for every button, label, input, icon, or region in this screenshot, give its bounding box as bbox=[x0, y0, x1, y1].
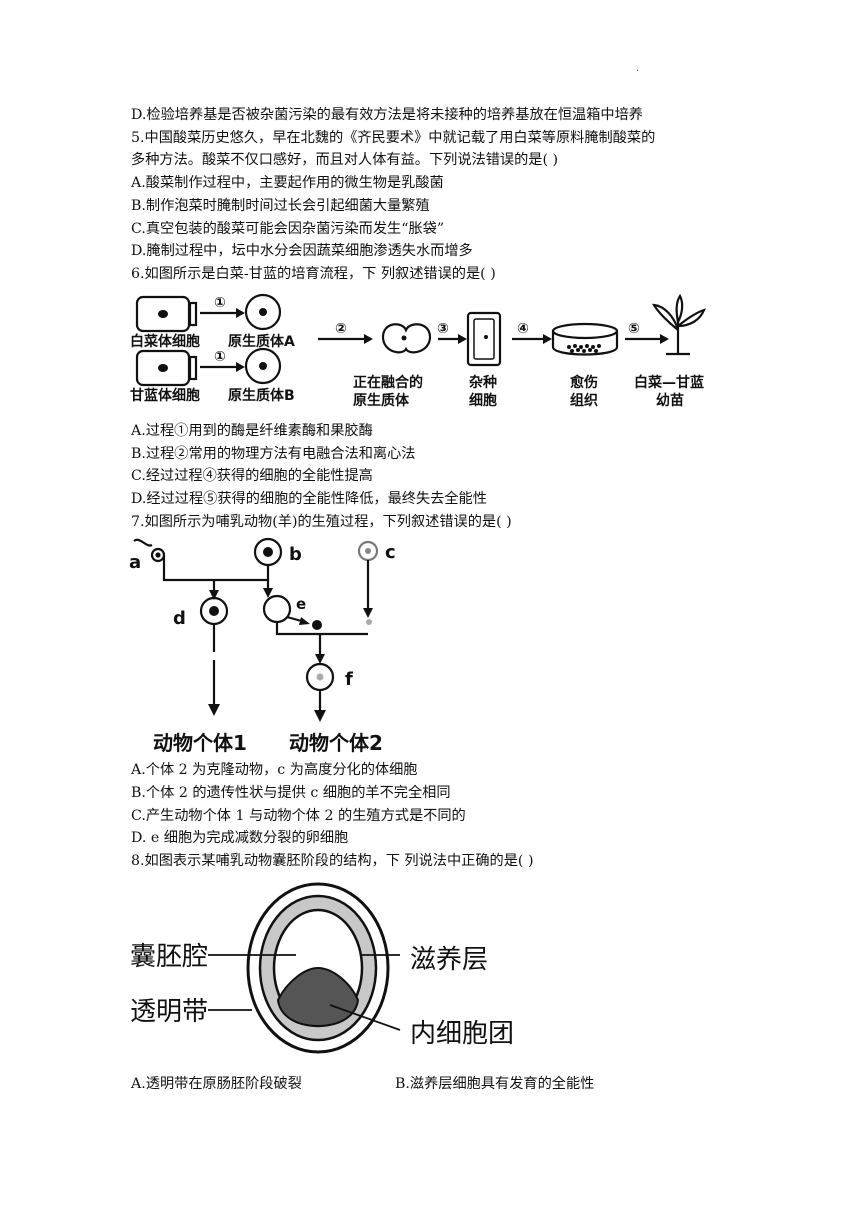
icm-label: 内细胞团 bbox=[410, 1019, 514, 1049]
step-4: ④ bbox=[517, 321, 529, 337]
fusing-label-1: 正在融合的 bbox=[353, 374, 423, 391]
seedling-leaf-mid bbox=[675, 293, 684, 323]
label-a: a bbox=[129, 552, 141, 573]
q6-option-b: B.过程②常用的物理方法有电融合法和离心法 bbox=[131, 446, 416, 462]
kale-cell-label: 甘蓝体细胞 bbox=[130, 387, 200, 404]
animal-1-label: 动物个体1 bbox=[153, 731, 247, 755]
q5-option-c: C.真空包装的酸菜可能会因杂菌污染而发生“胀袋” bbox=[131, 221, 445, 237]
q5-option-d: D.腌制过程中，坛中水分会因蔬菜细胞渗透失水而增多 bbox=[131, 243, 473, 259]
egg-b bbox=[253, 537, 283, 567]
seedling-label-1: 白菜—甘蓝 bbox=[634, 374, 704, 391]
q5-option-b: B.制作泡菜时腌制时间过长会引起细菌大量繁殖 bbox=[131, 198, 430, 214]
q4-option-d: D.检验培养基是否被杂菌污染的最有效方法是将未接种的培养基放在恒温箱中培养 bbox=[131, 107, 643, 123]
q5-option-a: A.酸菜制作过程中，主要起作用的微生物是乳酸菌 bbox=[131, 175, 444, 191]
hybrid-label-2: 细胞 bbox=[469, 392, 497, 409]
step-2: ② bbox=[335, 321, 347, 337]
inner-cell-mass-shape bbox=[276, 966, 360, 1028]
q7-option-d: D. e 细胞为完成减数分裂的卵细胞 bbox=[131, 830, 349, 846]
c-nucleus-transferred bbox=[366, 619, 372, 625]
q7-option-a: A.个体 2 为克隆动物，c 为高度分化的体细胞 bbox=[131, 762, 418, 778]
animal-2-label: 动物个体2 bbox=[289, 731, 383, 755]
cabbage-cell-label: 白菜体细胞 bbox=[130, 333, 200, 350]
fusing-label-2: 原生质体 bbox=[353, 392, 410, 409]
blastocoel-label: 囊胚腔 bbox=[130, 942, 208, 972]
q7-stem: 7.如图所示为哺乳动物(羊)的生殖过程，下列叙述错误的是( ) bbox=[131, 514, 512, 530]
q6-option-c: C.经过过程④获得的细胞的全能性提高 bbox=[131, 468, 373, 484]
step-3: ③ bbox=[437, 321, 449, 337]
q5-stem-2: 多种方法。酸菜不仅口感好，而且对人体有益。下列说法错误的是( ) bbox=[131, 152, 559, 168]
q6-option-a: A.过程①用到的酶是纤维素酶和果胶酶 bbox=[131, 423, 373, 439]
zona-label: 透明带 bbox=[130, 997, 208, 1027]
q5-stem-1: 5.中国酸菜历史悠久，早在北魏的《齐民要术》中就记载了用白菜等原料腌制酸菜的 bbox=[131, 130, 656, 146]
step-1-bottom: ① bbox=[214, 349, 226, 365]
cabbage-cell-wall bbox=[188, 301, 198, 327]
callus-label-1: 愈伤 bbox=[569, 374, 598, 391]
seedling-label-2: 幼苗 bbox=[656, 392, 684, 409]
e-nucleus bbox=[312, 620, 322, 630]
q6-option-d: D.经过过程⑤获得的细胞的全能性降低，最终失去全能性 bbox=[131, 491, 487, 507]
protoplast-b-label: 原生质体B bbox=[228, 387, 295, 404]
q8-option-b: B.滋养层细胞具有发育的全能性 bbox=[395, 1076, 595, 1092]
hybrid-label-1: 杂种 bbox=[469, 374, 497, 391]
protoplast-a-label: 原生质体A bbox=[228, 333, 295, 350]
label-b: b bbox=[289, 544, 302, 565]
protoplast-a-shape bbox=[244, 293, 282, 331]
q8-option-a: A.透明带在原肠胚阶段破裂 bbox=[131, 1076, 302, 1092]
q8-stem: 8.如图表示某哺乳动物囊胚阶段的结构，下 列说法中正确的是( ) bbox=[131, 853, 534, 869]
q6-stem: 6.如图所示是白菜-甘蓝的培育流程，下 列叙述错误的是( ) bbox=[131, 266, 496, 282]
q7-option-b: B.个体 2 的遗传性状与提供 c 细胞的羊不完全相同 bbox=[131, 785, 451, 801]
step-1-top: ① bbox=[214, 295, 226, 311]
seedling-leaf-right bbox=[677, 308, 706, 328]
step-5: ⑤ bbox=[628, 321, 640, 337]
protoplast-b-shape bbox=[244, 347, 282, 385]
q7-option-c: C.产生动物个体 1 与动物个体 2 的生殖方式是不同的 bbox=[131, 808, 466, 824]
fusing-protoplast-shape bbox=[381, 323, 432, 354]
label-d: d bbox=[173, 608, 186, 629]
header-mark: · bbox=[636, 66, 640, 77]
label-f: f bbox=[345, 669, 353, 690]
callus-label-2: 组织 bbox=[570, 392, 598, 409]
label-c: c bbox=[385, 542, 396, 563]
seedling-leaf-left bbox=[651, 303, 680, 331]
kale-cell-wall bbox=[188, 355, 198, 381]
sperm-a-tail bbox=[133, 538, 153, 547]
hybrid-cell-shape bbox=[466, 311, 502, 367]
label-e: e bbox=[296, 595, 306, 613]
trophoblast-label: 滋养层 bbox=[410, 945, 488, 975]
